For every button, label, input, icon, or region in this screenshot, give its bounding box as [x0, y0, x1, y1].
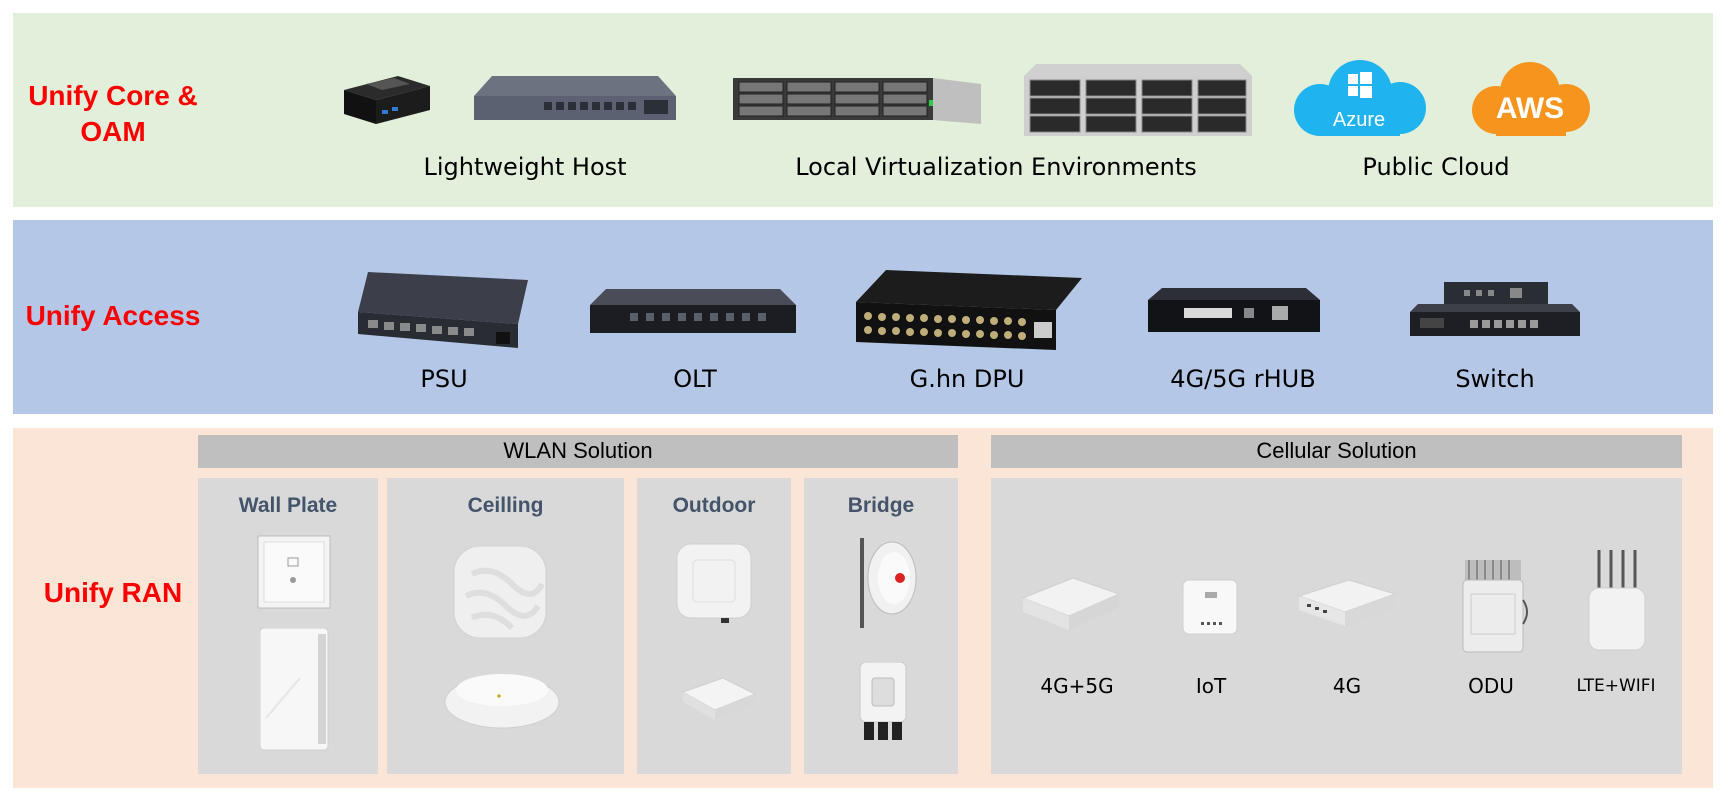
rhub-image — [1148, 288, 1320, 332]
ceiling-label: Ceilling — [467, 494, 544, 517]
azure-label: Azure — [1333, 109, 1385, 131]
caption-local-virtualization: Local Virtualization Environments — [795, 153, 1197, 181]
ceiling-ap-round-image — [444, 674, 560, 729]
cell-odu-image — [1462, 560, 1528, 653]
caption-ghn-dpu: G.hn DPU — [909, 365, 1025, 393]
wall-plate-label: Wall Plate — [238, 494, 338, 517]
caption-lightweight-host: Lightweight Host — [423, 153, 627, 181]
bridge-radio-image — [859, 662, 907, 740]
core-title-line1: Unify Core & — [28, 80, 198, 111]
aws-label: AWS — [1496, 92, 1564, 125]
outdoor-panel: Outdoor — [637, 478, 791, 774]
caption-iot: IoT — [1195, 674, 1227, 698]
cellular-panel: 4G+5G IoT 4G ODU LTE+WIFI — [991, 478, 1682, 774]
outdoor-ap-image — [676, 543, 752, 623]
ceiling-ap-square-image — [453, 545, 547, 639]
core-title-line2: OAM — [80, 116, 146, 147]
virtualization-server-3u-image — [1024, 64, 1252, 136]
caption-psu: PSU — [420, 365, 468, 393]
wall-plate-ap-tall-image — [260, 628, 329, 751]
wall-plate-ap-image — [257, 535, 331, 609]
azure-cloud-icon: Azure — [1294, 60, 1426, 136]
aws-cloud-icon: AWS — [1472, 62, 1590, 136]
cell-iot-image — [1182, 579, 1238, 635]
outdoor-ap-small-image — [681, 677, 757, 720]
cellular-solution-header: Cellular Solution — [991, 435, 1682, 468]
cell-4g-image — [1297, 579, 1397, 626]
caption-switch: Switch — [1455, 365, 1535, 393]
caption-rhub: 4G/5G rHUB — [1170, 365, 1316, 393]
caption-public-cloud: Public Cloud — [1362, 153, 1510, 181]
switch-image — [1410, 282, 1580, 336]
bridge-label: Bridge — [847, 494, 915, 517]
wall-plate-panel: Wall Plate — [198, 478, 378, 774]
ghn-dpu-image — [856, 270, 1082, 350]
olt-image — [590, 289, 796, 333]
outdoor-label: Outdoor — [672, 494, 756, 517]
core-oam-title: Unify Core & OAM — [13, 78, 213, 150]
wlan-solution-header: WLAN Solution — [198, 435, 958, 468]
bridge-panel: Bridge — [804, 478, 958, 774]
caption-lte-wifi: LTE+WIFI — [1576, 676, 1656, 696]
access-title: Unify Access — [25, 300, 201, 331]
mini-pc-image — [344, 76, 430, 124]
caption-odu: ODU — [1468, 674, 1514, 698]
ceiling-panel: Ceilling — [387, 478, 624, 774]
cell-4g5g-image — [1021, 577, 1121, 630]
cell-lte-wifi-image — [1588, 550, 1646, 651]
caption-4g: 4G — [1332, 674, 1362, 698]
bridge-dish-image — [860, 538, 917, 628]
ran-title: Unify RAN — [43, 577, 183, 608]
lightweight-host-server-image — [474, 76, 676, 120]
psu-image — [358, 272, 528, 348]
caption-olt: OLT — [673, 365, 717, 393]
caption-4g5g: 4G+5G — [1040, 674, 1114, 698]
virtualization-server-2u-image — [733, 78, 981, 124]
